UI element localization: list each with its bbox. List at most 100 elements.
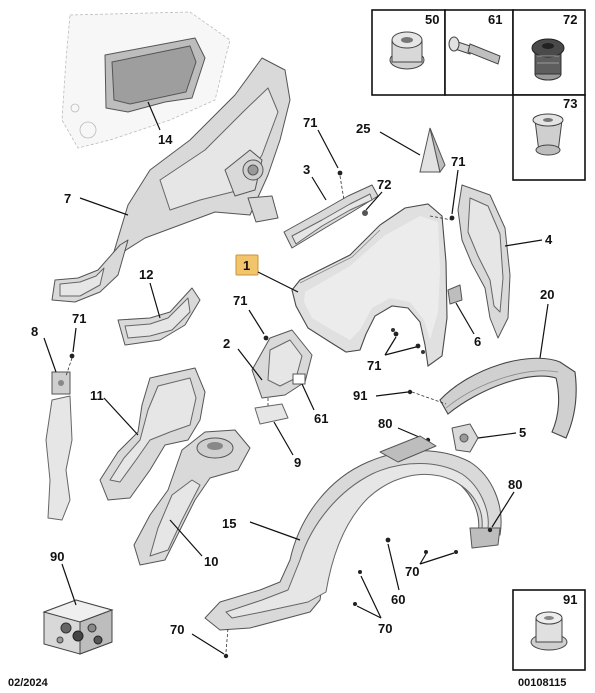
leader-2 [237,348,263,381]
callout-71c: 71 [303,115,317,130]
leader-3 [311,176,327,201]
highlight-tag [235,254,259,276]
leader-10 [169,519,203,557]
callout-20: 20 [540,287,554,302]
callout-91-box: 91 [563,592,577,607]
leader-80b [491,491,515,528]
callout-8: 8 [31,324,38,339]
leader-71e-b [384,346,417,356]
nut-71-fender [449,215,455,221]
leader-70c-a [360,575,382,619]
nut-71-bottom-b [415,343,421,349]
nut-71-bottom-a [393,331,399,337]
callout-90: 90 [50,549,64,564]
leader-70a [191,633,225,655]
leader-90 [61,563,77,606]
rivet-61-illustration [448,36,501,65]
clip-91-on-part [407,389,413,395]
leader-11 [103,397,139,436]
callout-71b: 71 [233,293,247,308]
clip-70-a [424,550,428,554]
part-20-arch-trim [439,357,577,439]
callout-61-box: 61 [488,12,502,27]
part-7-lower-rail [51,239,129,303]
part-14-shield [104,37,206,113]
callout-15: 15 [222,516,236,531]
leader-9 [273,421,294,456]
part-15-liner [204,435,502,631]
part-1-fender [291,203,448,367]
fastener-box-61: 61 [444,9,514,96]
callout-80a: 80 [378,416,392,431]
callout-11: 11 [90,388,104,403]
part-10-rail [133,429,251,566]
callout-5: 5 [519,425,526,440]
callout-72-box: 72 [563,12,577,27]
callout-71a: 71 [72,311,86,326]
part-4-liner [457,184,511,339]
callout-1: 1 [243,258,250,273]
leader-71a [72,327,77,353]
callout-3: 3 [303,162,310,177]
clip-72-illustration [531,38,565,81]
clip-70-b [454,550,458,554]
leader-72 [365,191,383,211]
callout-70a: 70 [170,622,184,637]
part-6-bracket [447,284,463,305]
clip-80-right [487,527,493,533]
callout-70c: 70 [378,621,392,636]
callout-60: 60 [391,592,405,607]
callout-4: 4 [545,232,553,247]
fastener-box-73: 73 [512,94,586,181]
clip-70-c [358,570,362,574]
clip-70-d [353,602,357,606]
leader-70c-b [356,605,382,619]
callout-70b: 70 [405,564,419,579]
callout-71d: 71 [451,154,465,169]
callout-80b: 80 [508,477,522,492]
leader-14 [147,101,161,131]
leader-71b [248,309,265,335]
fastener-box-72: 72 [512,9,586,96]
leader-8 [43,337,57,373]
nut-60 [385,537,391,543]
part-8-bracket [45,371,73,521]
callout-7: 7 [64,191,71,206]
clip-91-illustration [530,611,568,651]
fastener-box-50: 50 [371,9,446,96]
part-5-bracket [451,423,479,453]
part-7-inner-structure [109,57,291,266]
part-3-bracket [283,184,379,249]
callout-73-box: 73 [563,96,577,111]
leader-71d [451,169,459,215]
callout-25: 25 [356,121,370,136]
callout-14: 14 [158,132,173,147]
callout-9: 9 [294,455,301,470]
callout-10: 10 [204,554,218,569]
leader-91 [375,391,409,397]
nut-71-part2 [263,335,269,341]
clip-73-illustration [532,113,564,156]
part-2-bracket [251,329,313,399]
fastener-box-91: 91 [512,589,586,671]
nut-50-illustration [389,31,425,70]
footer-date: 02/2024 [8,677,49,689]
leader-1 [257,271,299,293]
leader-20 [539,303,549,359]
clip-72-on-part [362,210,368,216]
callout-71e: 71 [367,358,381,373]
leader-15 [249,521,301,541]
leader-12 [149,282,161,319]
part-9-bracket [254,398,289,425]
callout-91: 91 [353,388,367,403]
callout-72: 72 [377,177,391,192]
leader-7 [79,197,129,216]
callout-2: 2 [223,336,230,351]
leader-71e-a [384,336,397,356]
callout-61: 61 [314,411,328,426]
callout-6: 6 [474,334,481,349]
leader-5 [477,432,517,439]
leader-6 [455,302,475,335]
nut-71-part3 [337,170,343,176]
